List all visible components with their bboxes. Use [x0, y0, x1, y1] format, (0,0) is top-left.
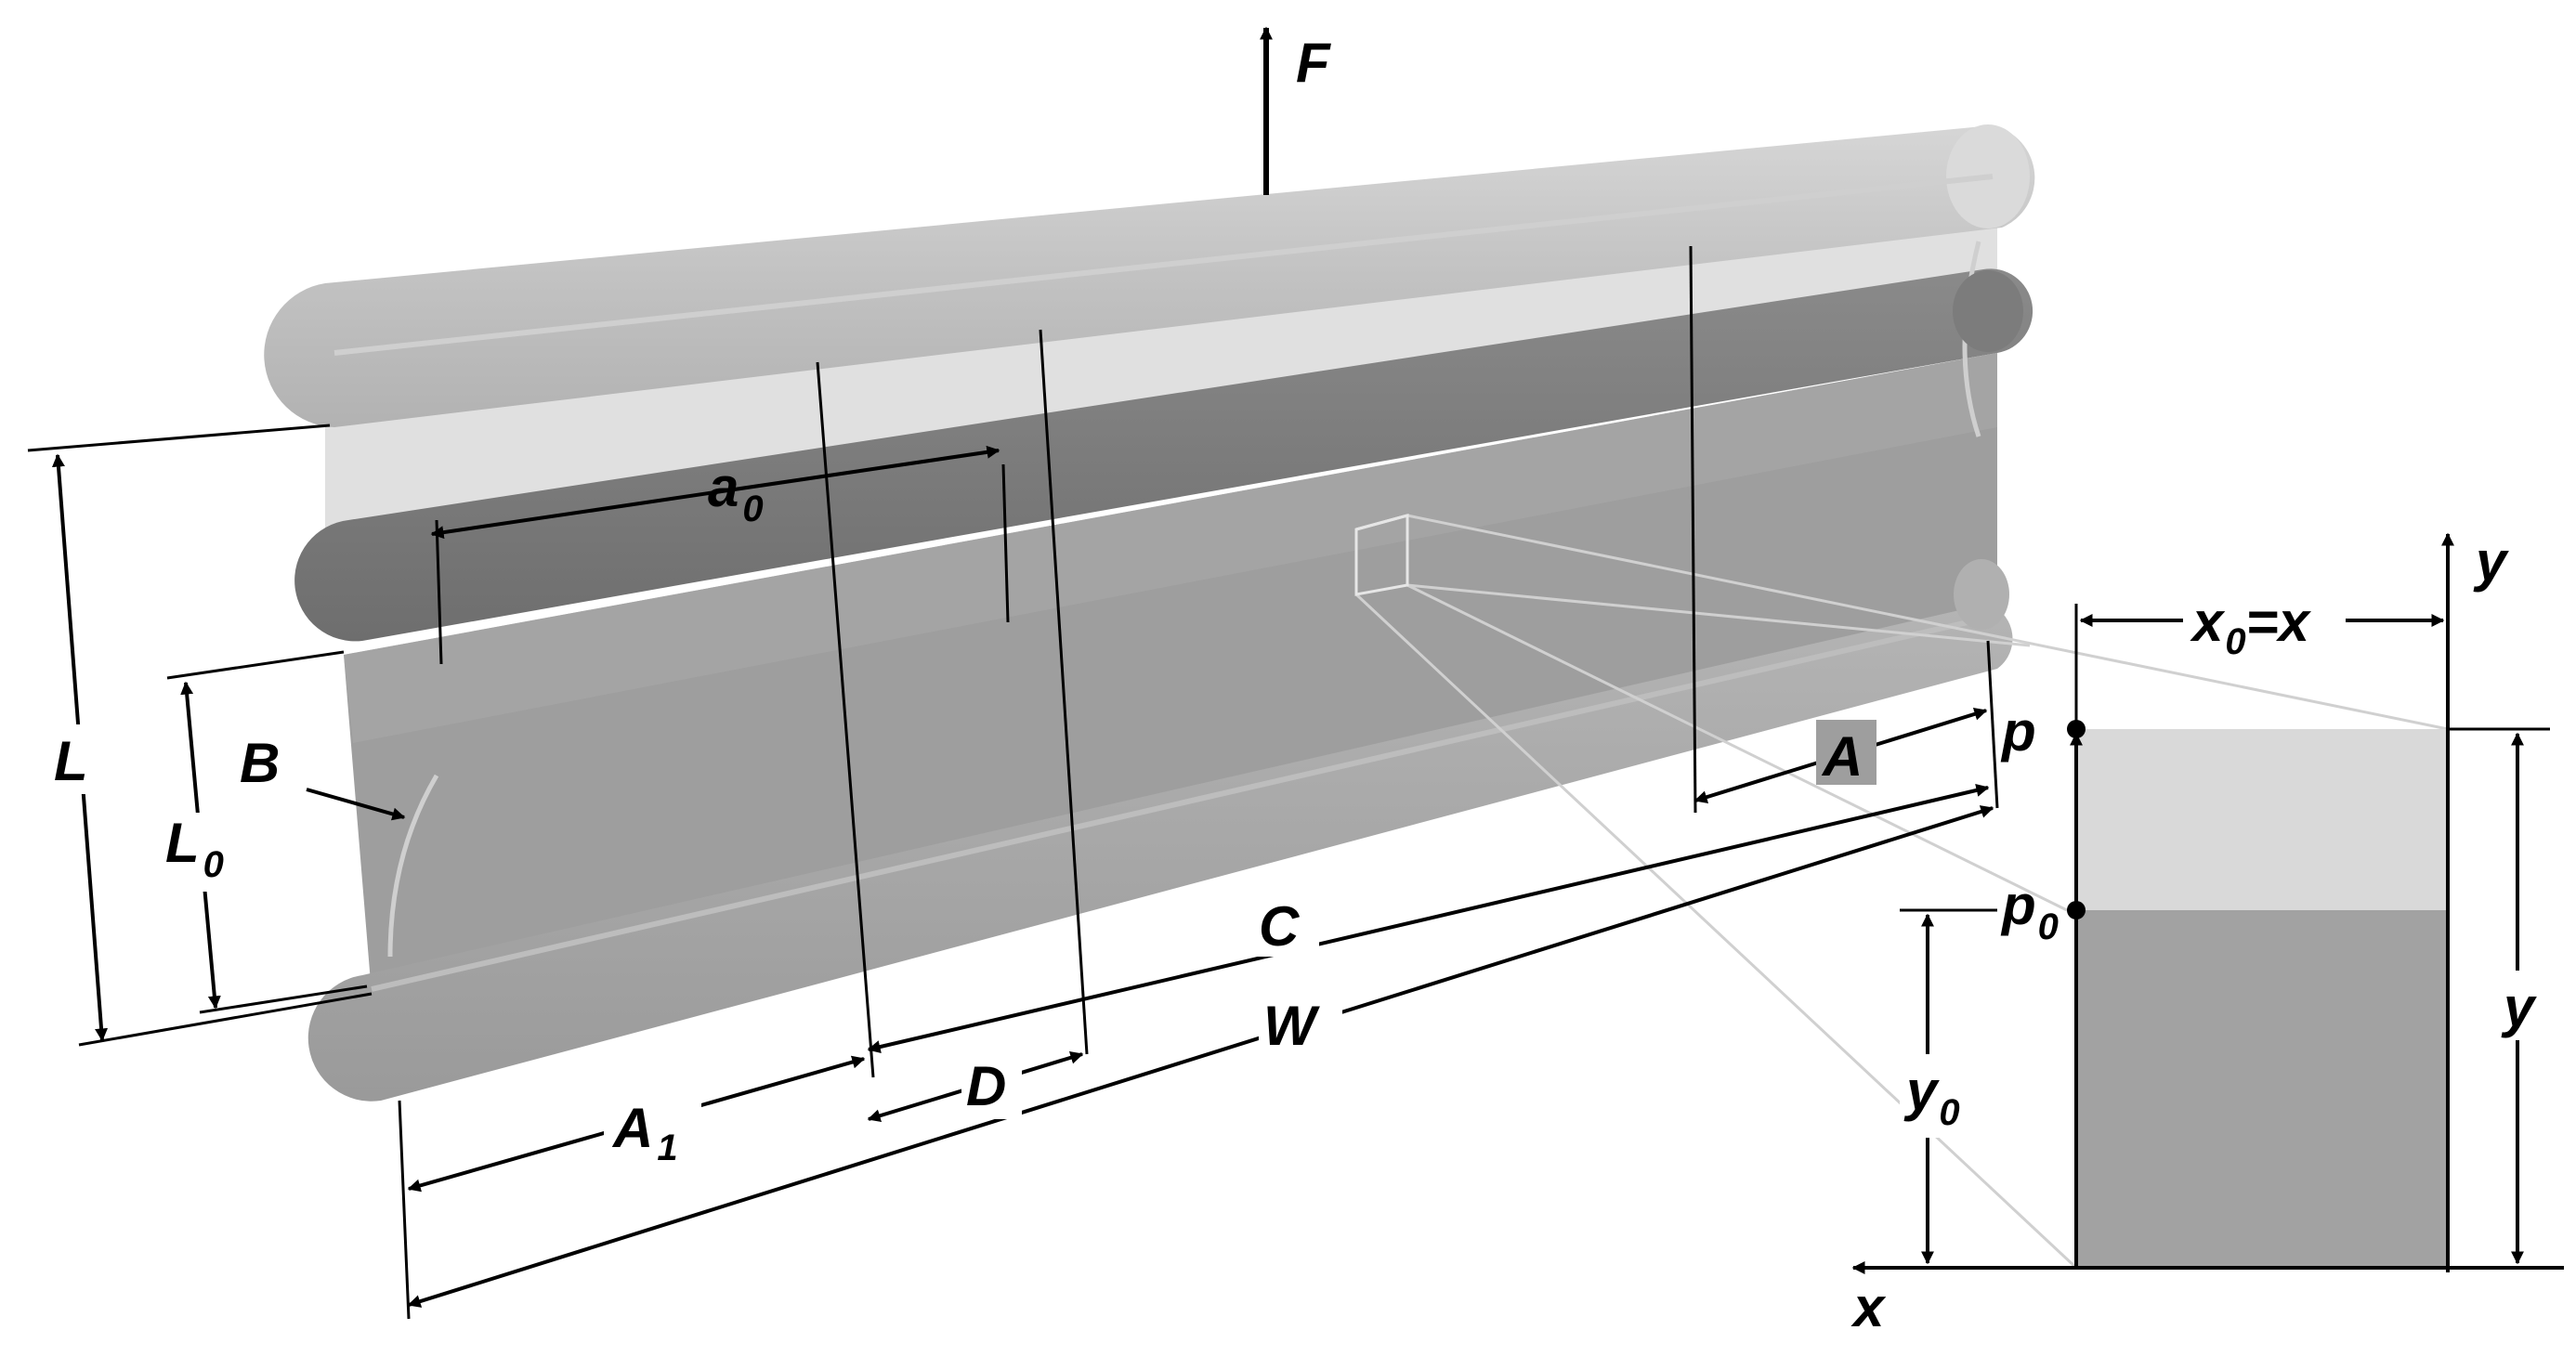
- inset-upper-region: [2076, 729, 2448, 910]
- label-y-axis: y: [2473, 530, 2509, 593]
- dim-a0: [430, 445, 1000, 540]
- label-A: A: [1821, 725, 1863, 788]
- label-C: C: [1259, 895, 1301, 958]
- panel-right-curve: [1962, 241, 1981, 437]
- panel-right-end-cap: [1954, 559, 2009, 630]
- label-B: B: [240, 732, 280, 794]
- label-D: D: [966, 1055, 1006, 1117]
- membrane-panel-highlight: [344, 353, 1997, 743]
- label-p0: p0: [2000, 874, 2059, 947]
- label-F: F: [1296, 32, 1331, 94]
- label-L: L: [54, 730, 88, 792]
- dim-L0-ext-bottom: [199, 984, 368, 1014]
- point-p0: [2067, 901, 2086, 919]
- label-x-axis: x: [1850, 1276, 1887, 1338]
- label-x0-eq-x: x0=x: [2190, 591, 2312, 662]
- back-cylinder: [294, 268, 2033, 642]
- label-y0: y0: [1903, 1060, 1960, 1133]
- dim-L-ext-top: [27, 424, 331, 452]
- inset-lower-region: [2076, 910, 2448, 1268]
- label-y-right: y: [2501, 976, 2537, 1038]
- back-cylinder-end-cap: [1953, 270, 2023, 352]
- pointer-B: [306, 788, 406, 821]
- point-p: [2067, 720, 2086, 738]
- top-cylinder: [264, 125, 2035, 427]
- dim-W: [407, 805, 1994, 1308]
- dim-L0-ext-top: [166, 650, 345, 680]
- top-cylinder-shade-line: [333, 174, 1994, 356]
- inset-diagram: y x x0=x p p0 y y0: [1850, 530, 2564, 1338]
- label-p: p: [2000, 700, 2036, 763]
- zoom-box: [1354, 514, 1409, 596]
- panel-fold-curve: [387, 774, 439, 958]
- dim-L-ext-bottom: [78, 992, 373, 1047]
- label-W: W: [1263, 995, 1320, 1057]
